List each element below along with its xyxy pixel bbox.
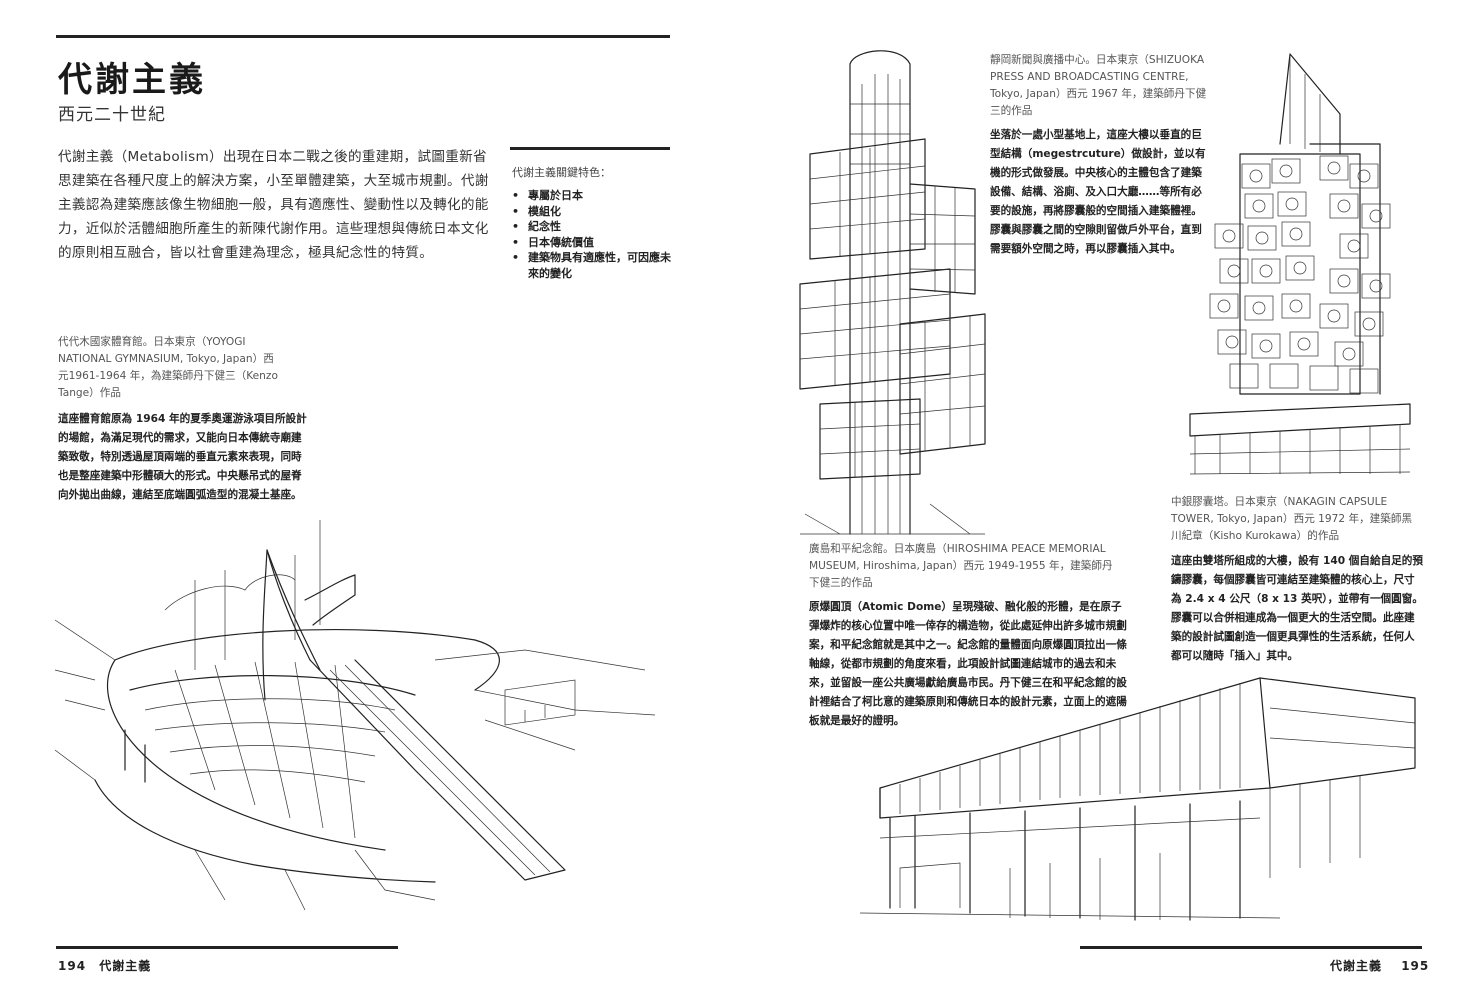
key-feature-item: 紀念性 xyxy=(512,219,672,235)
top-rule-left xyxy=(56,35,670,38)
running-head-left: 代謝主義 xyxy=(99,959,152,973)
hiroshima-body: 原爆圓頂（Atomic Dome）呈現殘破、融化般的形體，是在原子彈爆炸的核心位… xyxy=(809,601,1127,727)
shizuoka-tower-sketch xyxy=(799,50,986,535)
page-number-right: 195 xyxy=(1401,959,1430,973)
yoyogi-gymnasium-sketch xyxy=(54,520,656,911)
page-subtitle: 西元二十世紀 xyxy=(58,105,166,125)
shizuoka-body: 坐落於一處小型基地上，這座大樓以垂直的巨型結構（megestrcuture）做設… xyxy=(990,129,1206,255)
running-head-right: 代謝主義 xyxy=(1330,959,1383,973)
key-features-rule xyxy=(510,147,670,150)
key-features-title: 代謝主義關鍵特色： xyxy=(512,166,611,179)
key-feature-item: 建築物具有適應性，可因應未來的變化 xyxy=(512,250,672,281)
shizuoka-caption: 靜岡新聞與廣播中心。日本東京（SHIZUOKA PRESS AND BROADC… xyxy=(990,54,1207,117)
nakagin-tower-sketch xyxy=(1189,53,1411,475)
intro-paragraph: 代謝主義（Metabolism）出現在日本二戰之後的重建期，試圖重新省思建築在各… xyxy=(58,149,489,261)
bottom-rule-right xyxy=(1080,946,1422,949)
yoyogi-caption: 代代木國家體育館。日本東京（YOYOGI NATIONAL GYMNASIUM,… xyxy=(58,336,278,399)
bottom-rule-left xyxy=(56,946,398,949)
hiroshima-caption: 廣島和平紀念館。日本廣島（HIROSHIMA PEACE MEMORIAL MU… xyxy=(809,543,1113,589)
key-feature-item: 模組化 xyxy=(512,204,672,220)
nakagin-caption: 中銀膠囊塔。日本東京（NAKAGIN CAPSULE TOWER, Tokyo,… xyxy=(1171,496,1413,542)
yoyogi-body: 這座體育館原為 1964 年的夏季奧運游泳項目所設計的場館，為滿足現代的需求，又… xyxy=(58,413,307,501)
folio-right: 代謝主義 195 xyxy=(1330,957,1429,974)
page-number-left: 194 xyxy=(58,959,87,973)
hiroshima-museum-sketch xyxy=(859,677,1416,921)
nakagin-body: 這座由雙塔所組成的大樓，設有 140 個自給自足的預鑄膠囊，每個膠囊皆可連結至建… xyxy=(1171,555,1423,662)
page-title: 代謝主義 xyxy=(58,60,206,100)
folio-left: 194 代謝主義 xyxy=(58,957,151,974)
key-feature-item: 專屬於日本 xyxy=(512,188,672,204)
key-features-list: 專屬於日本 模組化 紀念性 日本傳統價值 建築物具有適應性，可因應未來的變化 xyxy=(512,188,672,281)
key-feature-item: 日本傳統價值 xyxy=(512,235,672,251)
